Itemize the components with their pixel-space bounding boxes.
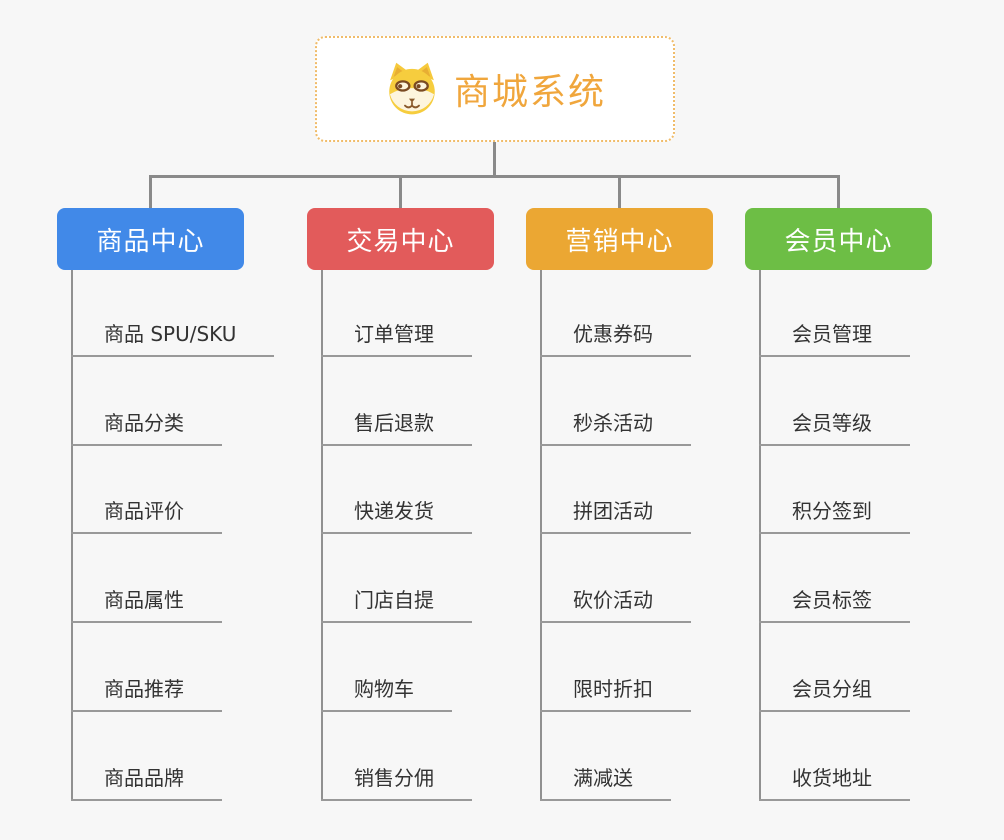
leaf-item[interactable]: 商品品牌 [71, 761, 222, 801]
branch-label-product-center: 商品中心 [96, 226, 205, 257]
leaf-item[interactable]: 限时折扣 [540, 672, 691, 712]
connector-drop-marketing-center [618, 175, 621, 208]
leaf-item[interactable]: 售后退款 [321, 406, 472, 446]
leaf-item[interactable]: 收货地址 [759, 761, 910, 801]
leaf-item[interactable]: 会员标签 [759, 583, 910, 623]
connector-branch-bar [149, 175, 840, 178]
leaf-item[interactable]: 购物车 [321, 672, 452, 712]
leaf-item[interactable]: 商品分类 [71, 406, 222, 446]
branch-node-product-center[interactable]: 商品中心 [57, 208, 244, 270]
connector-drop-trade-center [399, 175, 402, 208]
leaf-item[interactable]: 商品评价 [71, 494, 222, 534]
branch-label-member-center: 会员中心 [784, 226, 893, 257]
leaf-item[interactable]: 会员管理 [759, 317, 910, 357]
connector-drop-product-center [149, 175, 152, 208]
spine-marketing-center [540, 270, 542, 800]
leaf-item[interactable]: 商品属性 [71, 583, 222, 623]
leaf-item[interactable]: 秒杀活动 [540, 406, 691, 446]
root-title: 商城系统 [453, 72, 606, 113]
spine-product-center [71, 270, 73, 800]
branch-node-trade-center[interactable]: 交易中心 [307, 208, 494, 270]
leaf-item[interactable]: 优惠券码 [540, 317, 691, 357]
leaf-item[interactable]: 订单管理 [321, 317, 472, 357]
dog-icon [389, 62, 435, 115]
leaf-item[interactable]: 砍价活动 [540, 583, 691, 623]
leaf-item[interactable]: 积分签到 [759, 494, 910, 534]
branch-label-trade-center: 交易中心 [346, 226, 455, 257]
connector-drop-member-center [837, 175, 840, 208]
branch-label-marketing-center: 营销中心 [565, 226, 674, 257]
leaf-item[interactable]: 满减送 [540, 761, 671, 801]
leaf-item[interactable]: 会员分组 [759, 672, 910, 712]
leaf-item[interactable]: 门店自提 [321, 583, 472, 623]
leaf-item[interactable]: 拼团活动 [540, 494, 691, 534]
leaf-item[interactable]: 商品推荐 [71, 672, 222, 712]
leaf-item[interactable]: 商品 SPU/SKU [71, 317, 275, 357]
spine-trade-center [321, 270, 323, 800]
connector-root-stem [493, 142, 496, 178]
leaf-item[interactable]: 快递发货 [321, 494, 472, 534]
leaf-item[interactable]: 会员等级 [759, 406, 910, 446]
branch-node-member-center[interactable]: 会员中心 [745, 208, 932, 270]
root-node[interactable]: 商城系统 [315, 36, 675, 142]
spine-member-center [759, 270, 761, 800]
branch-node-marketing-center[interactable]: 营销中心 [526, 208, 713, 270]
leaf-item[interactable]: 销售分佣 [321, 761, 472, 801]
